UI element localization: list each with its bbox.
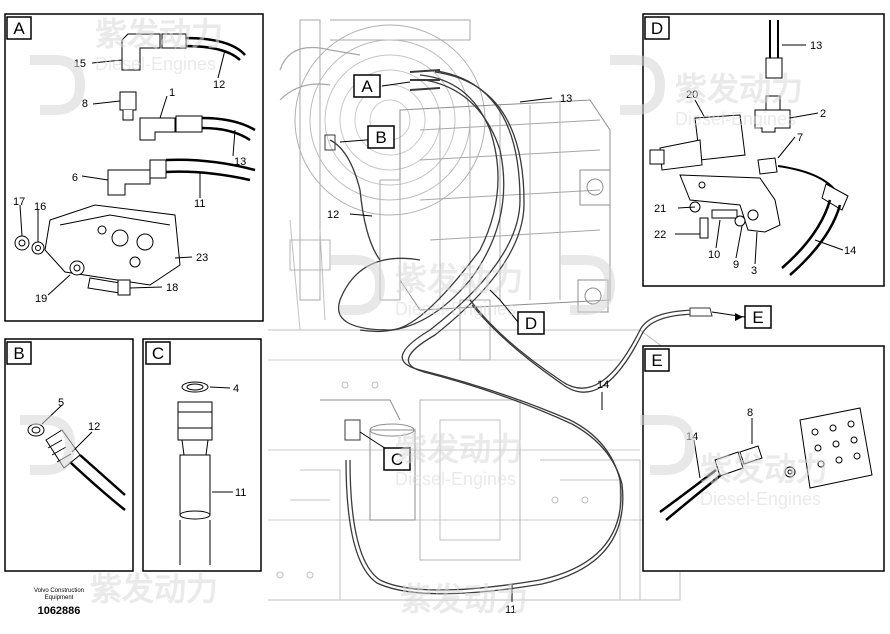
panel-A-callout-1: 1 [169, 87, 175, 99]
panel-B-callout-5: 5 [58, 397, 64, 409]
panel-D-callout-13: 13 [810, 40, 822, 52]
panel-A-letter: A [13, 19, 25, 38]
panel-B-letter: B [13, 344, 24, 363]
main-marker-C[interactable]: C [383, 447, 411, 471]
watermark-en-5: Diesel-Engines [700, 489, 821, 509]
panel-A-callout-16: 16 [34, 201, 46, 213]
watermark-cn-1: 紫发动力 [95, 16, 223, 52]
panel-A: A [4, 13, 264, 322]
panel-A-callout-6: 6 [72, 172, 78, 184]
panel-D-callout-7: 7 [797, 132, 803, 144]
watermark-cn-5: 紫发动力 [700, 451, 828, 487]
panel-A-callout-8: 8 [82, 98, 88, 110]
panel-A-callout-11: 11 [194, 198, 205, 210]
watermark-en-3: Diesel-Engines [395, 299, 516, 319]
brand-footer: Volvo Construction Equipment 1062886 [14, 588, 104, 618]
brand-line-2: Equipment [44, 595, 74, 601]
watermark-cn-2: 紫发动力 [675, 71, 803, 107]
panel-A-callout-17: 17 [13, 196, 25, 208]
panel-A-callout-18: 18 [166, 282, 178, 294]
brand-line-1: Volvo Construction [33, 588, 85, 594]
panel-A-callout-13: 13 [234, 156, 246, 168]
main-callout-12: 12 [327, 209, 339, 221]
panel-D-callout-22: 22 [654, 229, 666, 241]
watermark-en-1: Diesel-Engines [95, 54, 216, 74]
panel-E-letter: E [651, 351, 662, 370]
main-marker-B-text: B [375, 128, 386, 147]
watermark-logo-icon [20, 55, 696, 475]
panel-D-callout-3: 3 [751, 265, 757, 277]
panel-D-callout-20: 20 [686, 89, 698, 101]
watermark-cn-3: 紫发动力 [395, 261, 523, 297]
panel-C-letter: C [152, 344, 164, 363]
panel-D-callout-2: 2 [820, 108, 826, 120]
main-callout-13: 13 [560, 93, 572, 105]
main-marker-D[interactable]: D [517, 311, 545, 335]
main-marker-A[interactable]: A [353, 74, 381, 98]
panel-D-callout-9: 9 [733, 259, 739, 271]
main-callout-11: 11 [505, 604, 516, 616]
watermark-cn-6: 紫发动力 [90, 571, 218, 607]
main-marker-A-text: A [361, 77, 373, 96]
main-callout-14: 14 [597, 379, 609, 391]
main-marker-B[interactable]: B [367, 125, 395, 149]
panel-D-callout-10: 10 [708, 249, 720, 261]
panel-A-callout-19: 19 [35, 293, 47, 305]
panel-C: C 4 11 [142, 338, 262, 572]
main-marker-E[interactable]: E [744, 305, 772, 329]
watermark-cn-7: 紫发动力 [400, 581, 528, 617]
watermark-en-2: Diesel-Engines [675, 109, 796, 129]
main-marker-E-text: E [752, 308, 763, 327]
panel-D-letter: D [651, 19, 663, 38]
part-number: 1062886 [37, 605, 81, 617]
panel-D: D 13 20 2 7 2 [642, 13, 885, 287]
watermark-cn-4: 紫发动力 [395, 431, 523, 467]
main-marker-C-text: C [391, 450, 403, 469]
panel-C-callout-4: 4 [233, 383, 239, 395]
panel-E-callout-8: 8 [747, 407, 753, 419]
main-marker-D-text: D [525, 314, 537, 333]
watermark-en-4: Diesel-Engines [395, 469, 516, 489]
panel-A-callout-23: 23 [196, 252, 208, 264]
panel-C-callout-11: 11 [235, 487, 246, 499]
panel-D-callout-21: 21 [654, 203, 666, 215]
panel-A-callout-12: 12 [213, 79, 225, 91]
watermark: 紫发动力 Diesel-Engines 紫发动力 Diesel-Engines … [20, 16, 828, 617]
panel-B-callout-12: 12 [88, 421, 100, 433]
panel-D-callout-14: 14 [844, 245, 856, 257]
